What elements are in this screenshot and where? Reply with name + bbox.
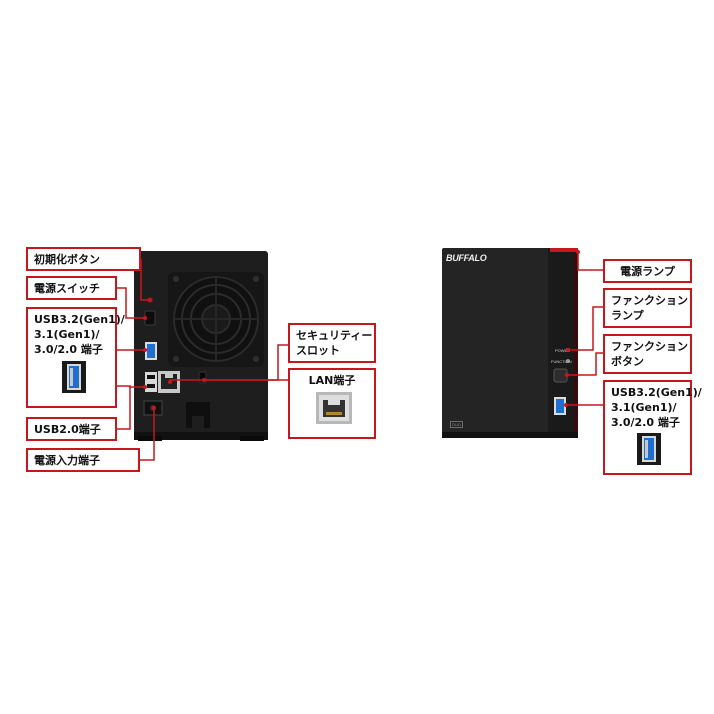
power-lamp-label: POWER (555, 348, 571, 353)
callout-usb32-front: USB3.2(Gen1)/ 3.1(Gen1)/ 3.0/2.0 端子 (603, 380, 702, 475)
callout-function-button: ファンクション ボタン (603, 334, 692, 374)
callout-lan-label: LAN端子 (308, 374, 356, 387)
rear-bracket (186, 402, 210, 428)
callout-reset-label: 初期化ボタン (34, 253, 100, 266)
callout-security-line2: スロット (296, 344, 340, 357)
function-button-graphic (553, 368, 568, 383)
callout-reset-button: 初期化ボタン (26, 247, 141, 271)
callout-function-button-line1: ファンクション (611, 340, 688, 353)
callout-function-lamp: ファンクション ランプ (603, 288, 692, 328)
lan-port-icon (316, 392, 352, 424)
callout-security-line1: セキュリティー (296, 329, 373, 342)
usb32-rear-port-icon (62, 361, 86, 393)
callout-function-lamp-line1: ファンクション (611, 294, 688, 307)
callout-power-lamp-label: 電源ランプ (620, 265, 675, 278)
callout-function-lamp-line2: ランプ (611, 309, 644, 322)
callout-function-button-line2: ボタン (611, 355, 644, 368)
callout-usb32-front-line3: 3.0/2.0 端子 (611, 416, 680, 429)
callout-usb32-rear-line3: 3.0/2.0 端子 (34, 343, 103, 356)
callout-power-input: 電源入力端子 (26, 448, 140, 472)
brand-logo: BUFFALO (446, 253, 487, 263)
callout-power-switch-label: 電源スイッチ (34, 282, 100, 295)
callout-usb32-rear-line1: USB3.2(Gen1)/ (34, 313, 125, 326)
callout-usb20: USB2.0端子 (26, 417, 117, 441)
callout-power-input-label: 電源入力端子 (34, 454, 100, 467)
callout-usb32-front-line2: 3.1(Gen1)/ (611, 401, 677, 414)
front-body (442, 248, 578, 436)
callout-security-slot: セキュリティー スロット (288, 323, 376, 363)
rear-base (134, 432, 268, 440)
callout-usb32-rear: USB3.2(Gen1)/ 3.1(Gen1)/ 3.0/2.0 端子 (26, 307, 125, 408)
callout-usb32-front-line1: USB3.2(Gen1)/ (611, 386, 702, 399)
callout-power-switch: 電源スイッチ (26, 276, 117, 300)
front-top-accent (550, 248, 578, 252)
callout-power-lamp: 電源ランプ (603, 259, 692, 283)
rear-foot-right (240, 436, 264, 441)
callout-usb32-rear-line2: 3.1(Gen1)/ (34, 328, 100, 341)
model-badge: DUO (450, 421, 463, 428)
callout-lan: LAN端子 (288, 368, 376, 439)
usb32-front-port-icon (637, 433, 661, 465)
callout-usb20-label: USB2.0端子 (34, 423, 101, 436)
function-lamp-label: FUNCTION (551, 359, 572, 364)
